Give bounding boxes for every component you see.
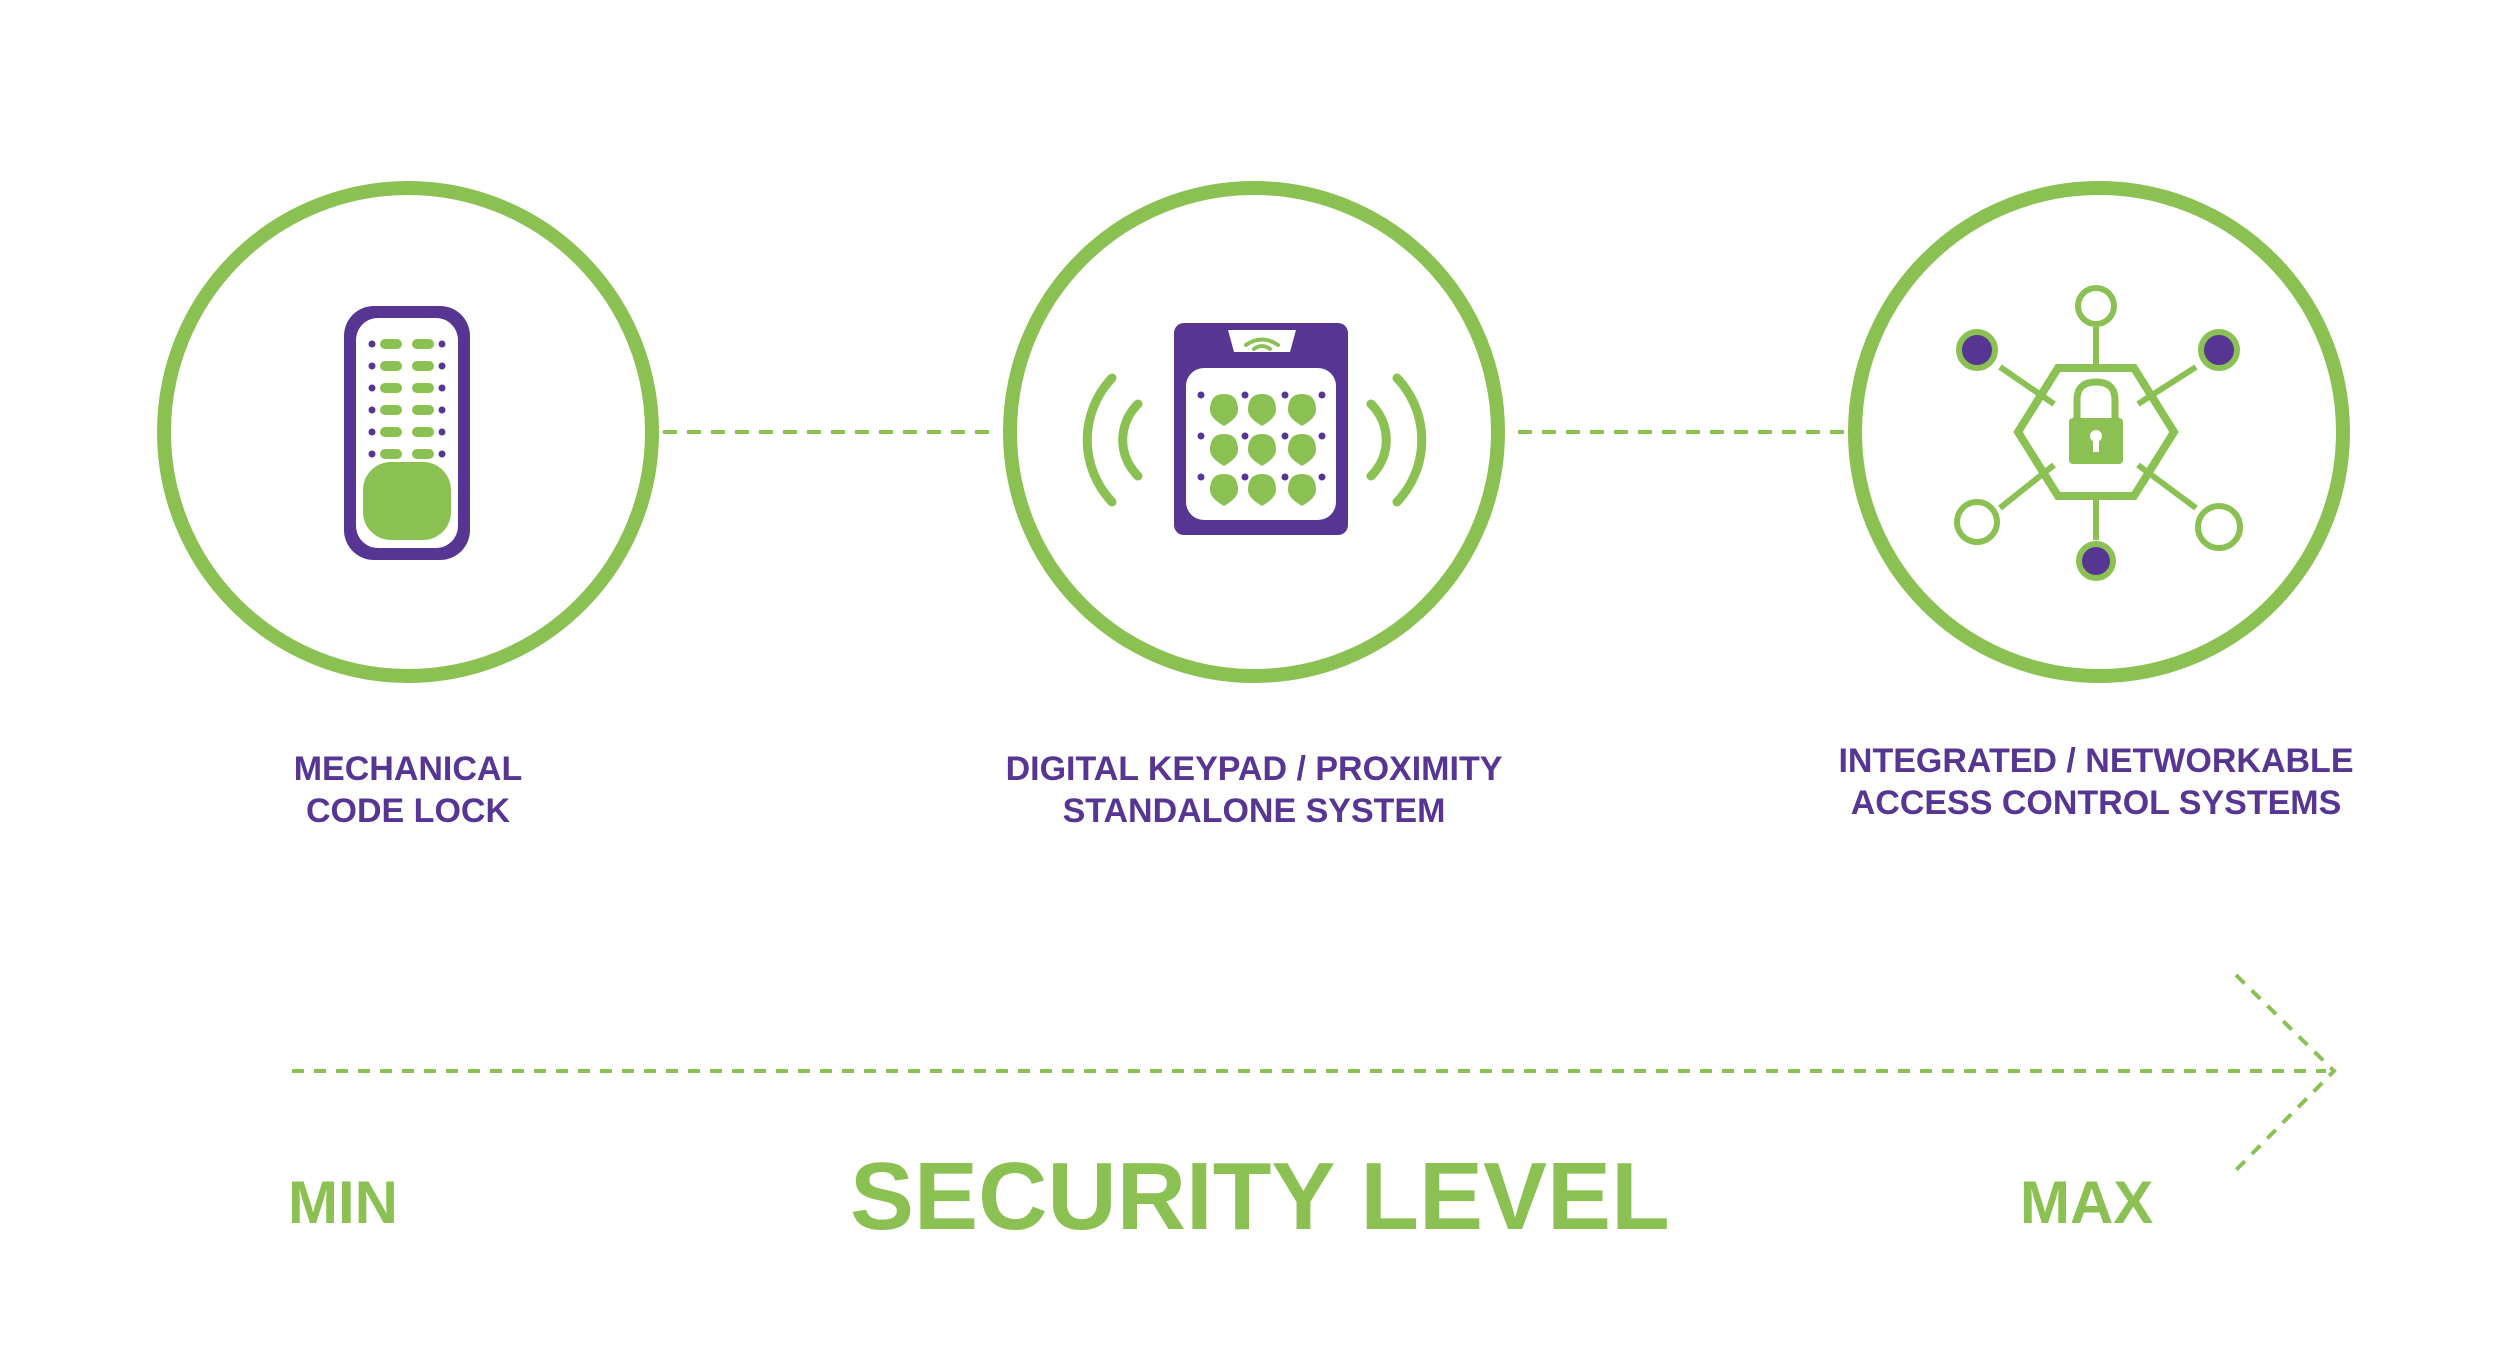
min-label: MIN: [288, 1169, 398, 1236]
arrow-right-icon: [2234, 973, 2337, 1172]
stage-circle-2: [1003, 181, 1505, 683]
stage-label-2: DIGITAL KEYPAD / PROXIMITY STANDALONE SY…: [1005, 750, 1503, 830]
digital-keypad-proximity-icon: [1082, 323, 1427, 535]
stage-label-3: INTEGRATED / NETWORKABLE ACCESS CONTROL …: [1838, 742, 2354, 822]
stage-circle-3: [1848, 181, 2350, 683]
stage-circle-1: [157, 181, 659, 683]
stage-label-1: MECHANICAL CODE LOCK: [293, 750, 523, 830]
network-lock-icon: [1954, 285, 2243, 581]
mechanical-code-lock-icon: [344, 306, 470, 560]
security-level-title: SECURITY LEVEL: [850, 1143, 1670, 1250]
max-label: MAX: [2020, 1169, 2154, 1236]
